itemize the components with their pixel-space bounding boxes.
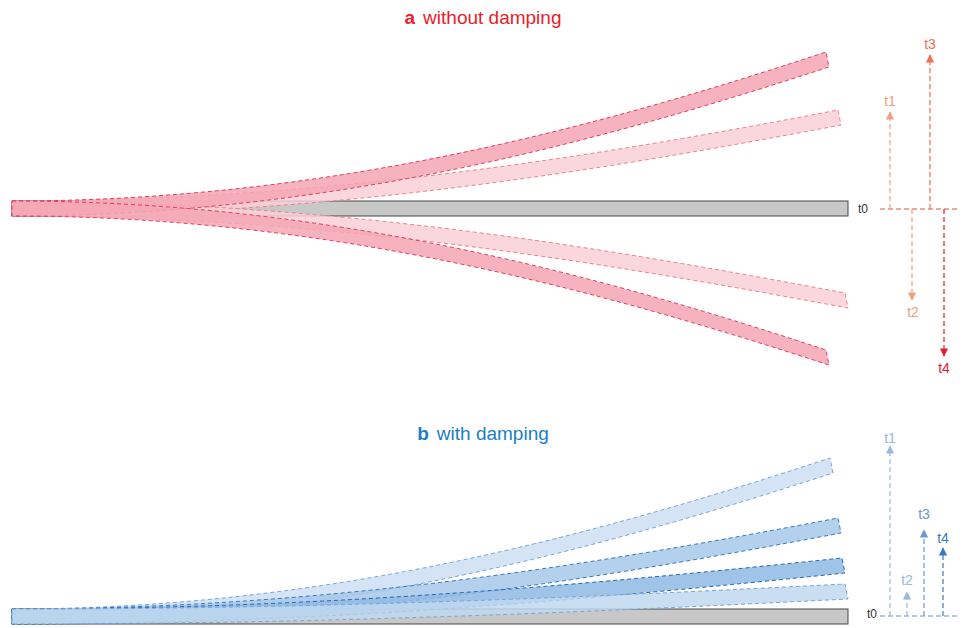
time-label: t1	[884, 94, 896, 108]
displacement-arrow	[889, 446, 890, 616]
time-label: t1	[884, 431, 896, 445]
beam-t4	[12, 201, 829, 365]
time-label: t4	[937, 531, 949, 545]
displacement-arrow	[929, 55, 930, 209]
displacement-arrow	[906, 592, 907, 616]
displacement-arrow	[911, 209, 912, 300]
beam-t3	[12, 52, 829, 216]
displacement-arrow	[943, 209, 944, 356]
time-label: t3	[918, 507, 930, 521]
beam-t2	[12, 584, 848, 624]
displacement-arrow	[923, 530, 924, 616]
baseline	[880, 615, 958, 616]
baseline	[880, 208, 958, 209]
time-label: t0	[858, 203, 868, 215]
time-label: t0	[867, 608, 877, 620]
time-label: t3	[924, 37, 936, 51]
panel-title: without damping	[423, 8, 561, 27]
panel-title: with damping	[437, 424, 549, 443]
time-label: t4	[938, 361, 950, 375]
displacement-arrow	[889, 112, 890, 209]
displacement-arrow	[942, 548, 943, 616]
panel-letter: a	[405, 8, 416, 27]
time-label: t2	[901, 573, 913, 587]
time-label: t2	[907, 305, 919, 319]
panel-letter: b	[417, 424, 429, 443]
